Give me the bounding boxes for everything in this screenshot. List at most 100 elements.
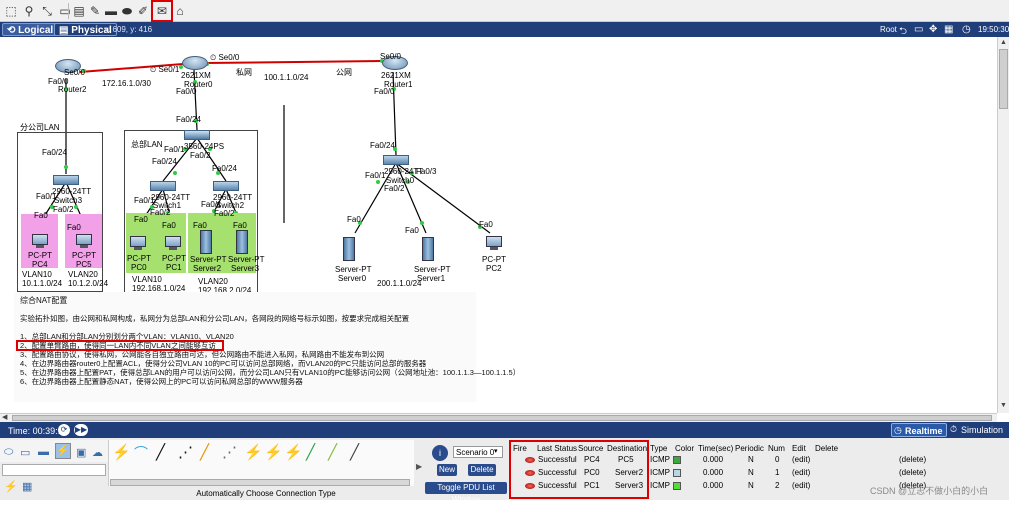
row2-delete-link[interactable]: (delete)	[899, 481, 927, 490]
row0-edit-link[interactable]: (edit)	[792, 455, 811, 464]
serial-dce-icon[interactable]: ⚡	[264, 444, 283, 461]
fast-forward-icon[interactable]: ▶▶	[74, 424, 88, 436]
usb-cable-icon[interactable]: ╱	[350, 444, 360, 461]
copper-straight-icon[interactable]: ╱	[156, 444, 166, 461]
router2-icon[interactable]	[55, 59, 81, 73]
fiber-icon[interactable]: ╱	[200, 444, 210, 461]
zoom-icon[interactable]: ⚲	[24, 4, 34, 18]
pc2-icon[interactable]	[486, 236, 502, 250]
connection-tools	[108, 440, 414, 486]
pc0-type: PC-PT	[127, 254, 151, 263]
row0-delete-link[interactable]: (delete)	[899, 455, 927, 464]
device-search-field[interactable]	[2, 464, 106, 476]
header-source: Source	[578, 444, 604, 453]
pc4-icon[interactable]	[32, 234, 48, 248]
pc1-icon[interactable]	[165, 236, 181, 250]
pencil-icon[interactable]: ✎	[89, 4, 101, 18]
switch1-model: 2960-24TT	[151, 193, 191, 202]
vertical-scrollbar[interactable]: ▲ ▼	[997, 37, 1009, 413]
row1-edit-link[interactable]: (edit)	[792, 468, 811, 477]
routers-category-icon[interactable]: ⬭	[4, 446, 14, 458]
router2-name: Router2	[58, 85, 87, 94]
simulation-mode-button[interactable]: ⏱ Simulation	[949, 423, 1007, 437]
coaxial-icon[interactable]: ⚡	[244, 444, 263, 461]
server1-icon[interactable]	[422, 237, 434, 261]
octal-cable-icon[interactable]: ╱	[306, 444, 316, 461]
simple-pdu-icon[interactable]: ✉	[151, 0, 173, 22]
panel-expand-icon[interactable]: ▶	[416, 462, 423, 471]
set-tiled-background-icon[interactable]: ✥	[929, 24, 938, 35]
switch3-icon[interactable]	[53, 175, 79, 185]
realtime-mode-button[interactable]: ◷ Realtime	[891, 423, 947, 437]
main-toolbar: ⬚ ⚲ ⤡ ▭ ▤ ✎ ▬ ⬬ ✐ ✉ ⌂	[0, 0, 1009, 22]
row1-destination: Server2	[615, 468, 644, 477]
task-note[interactable]	[14, 292, 476, 402]
console-cable-icon[interactable]: ⌒	[134, 445, 148, 461]
fire-icon[interactable]	[525, 483, 535, 489]
scroll-down-icon[interactable]: ▼	[1000, 402, 1007, 409]
fire-icon[interactable]	[525, 470, 535, 476]
connection-tools-scrollbar[interactable]	[110, 479, 410, 486]
place-note-icon[interactable]: ▭	[59, 4, 71, 18]
horizontal-scroll-thumb[interactable]	[12, 415, 992, 421]
switch1-icon[interactable]	[150, 181, 176, 191]
root-label: Root	[880, 25, 897, 34]
switch2-icon[interactable]	[213, 181, 239, 191]
move-object-icon[interactable]: ▭	[914, 24, 924, 35]
vertical-scroll-thumb[interactable]	[999, 49, 1008, 109]
end-devices-category-icon[interactable]: ▣	[76, 447, 87, 459]
server0-icon[interactable]	[343, 237, 355, 261]
task-item-4: 4、在边界路由器router0上配置ACL，使得分公司VLAN 10的PC可以访…	[20, 359, 427, 368]
server2-icon[interactable]	[200, 230, 212, 254]
ellipse-icon[interactable]: ⬬	[121, 3, 133, 18]
connections-category-icon[interactable]: ⚡	[55, 443, 71, 459]
scenario-select[interactable]: Scenario 0 ▾	[453, 446, 503, 458]
iot-custom-cable-icon[interactable]: ╱	[328, 444, 338, 461]
switch0-icon[interactable]	[383, 155, 409, 165]
horizontal-scrollbar[interactable]: ◀	[0, 413, 997, 422]
scroll-left-icon[interactable]: ◀	[2, 414, 8, 421]
tab-logical[interactable]: ⟲ Logical	[2, 23, 59, 36]
tab-physical[interactable]: ▤ Physical	[54, 23, 117, 36]
multilayer-switch0-icon[interactable]	[184, 130, 210, 140]
hubs-category-icon[interactable]: ▬	[38, 446, 49, 458]
serial-dte-icon[interactable]: ⚡	[284, 444, 303, 461]
lightning-category-icon[interactable]: ⚡	[4, 481, 18, 493]
pc0-icon[interactable]	[130, 236, 146, 250]
switch3-port-fa0-24: Fa0/24	[42, 148, 67, 157]
server3-icon[interactable]	[236, 230, 248, 254]
delete-scenario-button[interactable]: Delete	[468, 464, 496, 476]
phone-cable-icon[interactable]: ⋰	[222, 444, 237, 461]
delete-icon[interactable]: ✐	[137, 4, 149, 18]
realtime-label: Realtime	[905, 426, 943, 436]
notes-icon[interactable]: ▤	[73, 4, 85, 18]
viewport-icon[interactable]: ▦	[944, 24, 954, 35]
back-icon[interactable]: ⮌	[899, 26, 908, 37]
row1-delete-link[interactable]: (delete)	[899, 468, 927, 477]
router0-port-fa0-0: Fa0/0	[176, 87, 197, 96]
copper-cross-icon[interactable]: ⋰	[178, 444, 193, 461]
rectangle-icon[interactable]: ▬	[105, 4, 117, 18]
resize-icon[interactable]: ⤡	[42, 3, 52, 18]
grid-category-icon[interactable]: ▦	[22, 481, 33, 493]
row0-periodic: N	[748, 455, 754, 464]
public-net-label: 公网	[336, 68, 352, 77]
router1-icon[interactable]	[382, 56, 408, 70]
toggle-pdu-list-button[interactable]: Toggle PDU List Window	[425, 482, 507, 504]
auto-connection-icon[interactable]: ⚡	[112, 444, 131, 461]
scroll-up-icon[interactable]: ▲	[1000, 39, 1007, 46]
logical-workspace[interactable]: 分公司LAN 总部LAN Router2 Se0/0 Fa0/0 2621XM …	[0, 37, 997, 422]
complex-pdu-icon[interactable]: ⌂	[176, 4, 184, 18]
switch1-port-fa0-24: Fa0/24	[152, 157, 177, 166]
router0-icon[interactable]	[182, 56, 208, 70]
fire-icon[interactable]	[525, 457, 535, 463]
info-icon[interactable]: i	[432, 445, 448, 461]
switches-category-icon[interactable]: ▭	[20, 447, 31, 459]
connection-type-label: Automatically Choose Connection Type	[196, 489, 336, 498]
pc5-icon[interactable]	[76, 234, 92, 248]
power-cycle-icon[interactable]: ⟳	[58, 424, 70, 436]
wan-emulation-category-icon[interactable]: ☁	[92, 447, 103, 459]
select-icon[interactable]: ⬚	[5, 4, 17, 18]
new-scenario-button[interactable]: New	[437, 464, 457, 476]
row2-edit-link[interactable]: (edit)	[792, 481, 811, 490]
